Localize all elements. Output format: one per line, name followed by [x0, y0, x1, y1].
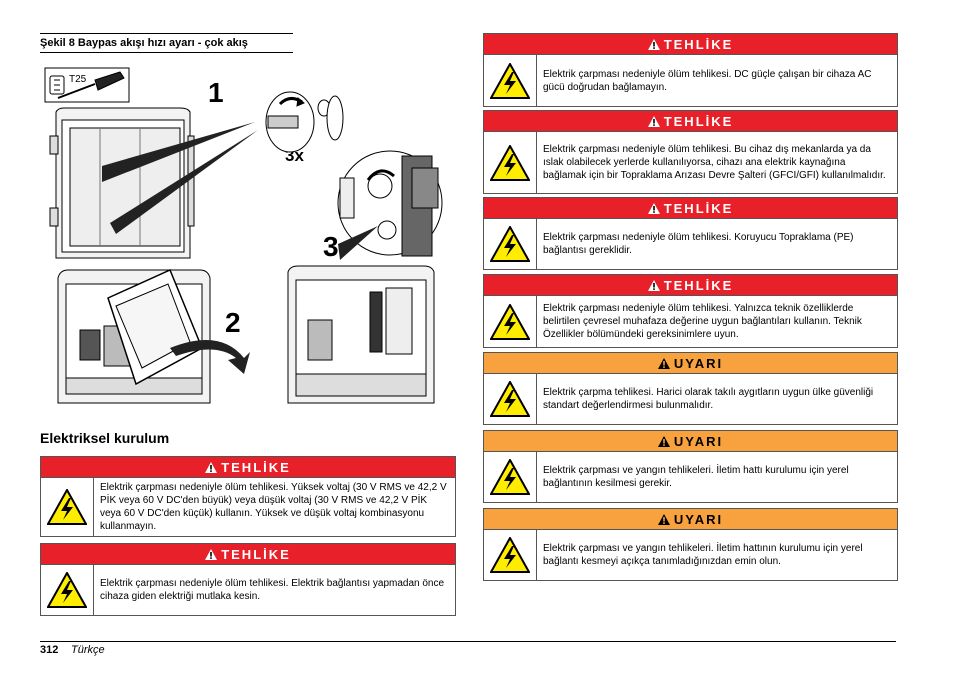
- figure-title: Şekil 8 Baypas akışı hızı ayarı - çok ak…: [40, 37, 248, 49]
- danger-text: Elektrik çarpması nedeniyle ölüm tehlike…: [543, 232, 854, 256]
- warning-triangle-icon: [657, 357, 670, 369]
- language-label: Türkçe: [71, 644, 105, 656]
- danger-header: TEHLİKE: [484, 275, 897, 296]
- electric-shock-icon: [484, 296, 537, 347]
- danger-header: TEHLİKE: [484, 111, 897, 132]
- torx-screwdriver-icon: [44, 67, 130, 103]
- warning-triangle-icon: [647, 202, 660, 214]
- step-2-label: 2: [225, 307, 241, 338]
- danger-header: TEHLİKE: [41, 457, 455, 478]
- warning-header: UYARI: [484, 509, 897, 530]
- danger-header-label: TEHLİKE: [221, 546, 291, 562]
- warning-box: UYARI Elektrik çarpması ve yangın tehlik…: [483, 508, 898, 581]
- warning-triangle-icon: [205, 548, 218, 560]
- danger-box: TEHLİKE Elektrik çarpması nedeniyle ölüm…: [40, 456, 456, 537]
- warning-triangle-icon: [657, 435, 670, 447]
- enclosure-open-bottom: [287, 265, 435, 404]
- warning-triangle-icon: [647, 115, 660, 127]
- danger-text: Elektrik çarpması nedeniyle ölüm tehlike…: [543, 303, 862, 340]
- electric-shock-icon: [484, 374, 537, 424]
- danger-text: Elektrik çarpması nedeniyle ölüm tehlike…: [543, 68, 872, 93]
- danger-text: Elektrik çarpması nedeniyle ölüm tehlike…: [100, 482, 447, 532]
- electric-shock-icon: [484, 452, 537, 502]
- warning-triangle-icon: [647, 279, 660, 291]
- danger-box: TEHLİKE Elektrik çarpması nedeniyle ölüm…: [483, 197, 898, 270]
- warning-triangle-icon: [647, 38, 660, 50]
- danger-header-label: TEHLİKE: [663, 277, 734, 293]
- danger-header: TEHLİKE: [41, 544, 455, 565]
- figure-rule-top: [40, 33, 293, 34]
- bypass-adjustment-illustration: T25 1 3x 3 2: [44, 67, 443, 404]
- danger-text: Elektrik çarpması nedeniyle ölüm tehlike…: [100, 578, 445, 602]
- electric-shock-icon: [484, 530, 537, 580]
- danger-header: TEHLİKE: [484, 198, 897, 219]
- warning-header: UYARI: [484, 353, 897, 374]
- danger-header-label: TEHLİKE: [663, 36, 734, 52]
- electric-shock-icon: [484, 55, 537, 106]
- warning-text: Elektrik çarpma tehlikesi. Harici olarak…: [543, 387, 874, 411]
- warning-header-label: UYARI: [673, 511, 724, 527]
- warning-header: UYARI: [484, 431, 897, 452]
- enclosure-open-top: [49, 107, 195, 259]
- electric-shock-icon: [484, 132, 537, 193]
- step-3-label: 3: [323, 231, 339, 262]
- electric-shock-icon: [41, 478, 94, 536]
- electric-shock-icon: [41, 565, 94, 615]
- section-title: Elektriksel kurulum: [40, 430, 170, 446]
- knob-detail: [337, 150, 443, 257]
- warning-header-label: UYARI: [673, 355, 724, 371]
- danger-header: TEHLİKE: [484, 34, 897, 55]
- danger-header-label: TEHLİKE: [663, 113, 734, 129]
- danger-box: TEHLİKE Elektrik çarpması nedeniyle ölüm…: [483, 274, 898, 348]
- step-1-label: 1: [208, 77, 224, 108]
- danger-header-label: TEHLİKE: [221, 459, 291, 475]
- figure-rule-bottom: [40, 52, 293, 53]
- warning-header-label: UYARI: [673, 433, 724, 449]
- screw-detail: [265, 91, 344, 153]
- tool-label: T25: [69, 74, 87, 85]
- page-number: 312: [40, 644, 59, 656]
- remove-cover-arrow: [170, 340, 250, 374]
- electric-shock-icon: [484, 219, 537, 269]
- danger-header-label: TEHLİKE: [663, 200, 734, 216]
- enclosure-cover-removal: [57, 268, 211, 404]
- danger-box: TEHLİKE Elektrik çarpması nedeniyle ölüm…: [483, 110, 898, 194]
- danger-box: TEHLİKE Elektrik çarpması nedeniyle ölüm…: [40, 543, 456, 616]
- warning-text: Elektrik çarpması ve yangın tehlikeleri.…: [543, 465, 849, 489]
- warning-box: UYARI Elektrik çarpma tehlikesi. Harici …: [483, 352, 898, 425]
- footer-rule: [40, 641, 896, 642]
- warning-triangle-icon: [205, 461, 218, 473]
- warning-box: UYARI Elektrik çarpması ve yangın tehlik…: [483, 430, 898, 503]
- warning-triangle-icon: [657, 513, 670, 525]
- danger-box: TEHLİKE Elektrik çarpması nedeniyle ölüm…: [483, 33, 898, 107]
- warning-text: Elektrik çarpması ve yangın tehlikeleri.…: [543, 543, 863, 567]
- danger-text: Elektrik çarpması nedeniyle ölüm tehlike…: [543, 144, 886, 181]
